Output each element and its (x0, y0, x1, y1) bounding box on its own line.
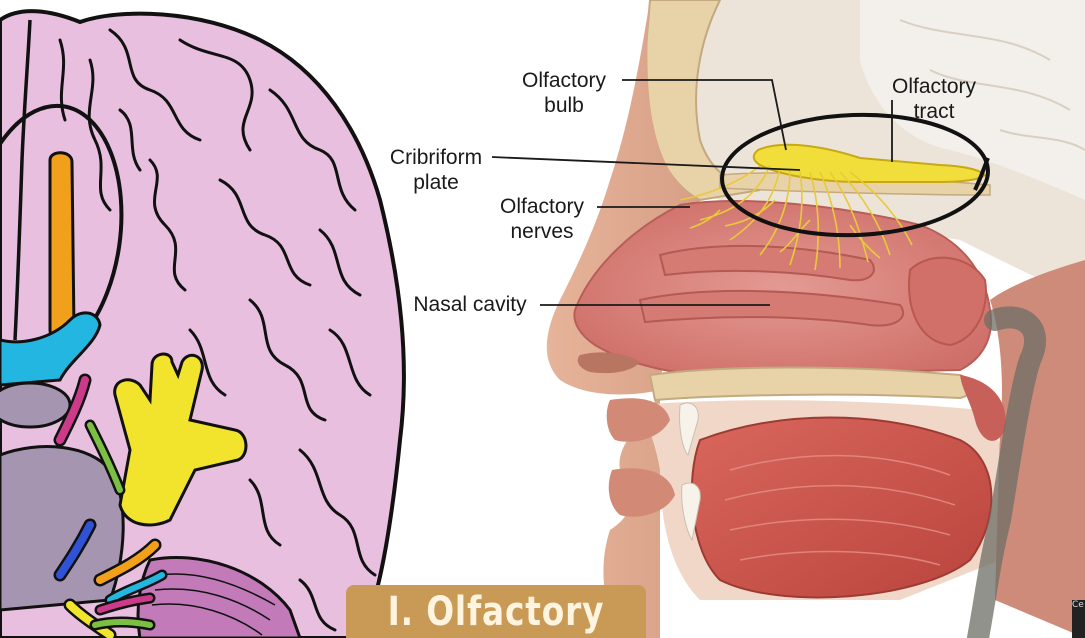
hard-palate (648, 366, 973, 402)
gyri-lines (58, 28, 377, 632)
label-olfactory-nerves: Olfactory nerves (484, 194, 600, 244)
longitudinal-fissure (13, 19, 32, 341)
eustachian-tube (967, 306, 1046, 638)
label-nasal-cavity-text: Nasal cavity (413, 293, 527, 316)
label-cribriform-plate-line2: plate (413, 171, 459, 194)
nasal-turbinates (638, 244, 905, 327)
pons (0, 445, 125, 612)
label-cribriform-plate: Cribriform plate (376, 145, 496, 195)
brain-illustration (0, 9, 406, 638)
label-olfactory-bulb: Olfactory bulb (506, 68, 622, 118)
label-olfactory-tract-line2: tract (913, 100, 955, 123)
label-olfactory-tract-line1: Olfactory (891, 75, 977, 98)
olfactory-bulb-orange (48, 151, 76, 343)
ellipse-tail (973, 157, 990, 191)
leader-cribriform-plate (491, 156, 801, 171)
pharynx (990, 260, 1085, 638)
label-olfactory-bulb-line2: bulb (544, 94, 584, 117)
title-banner: I. Olfactory (346, 585, 646, 638)
label-olfactory-nerves-line2: nerves (510, 220, 574, 243)
soft-palate (960, 375, 1006, 441)
leader-lines (491, 79, 893, 306)
label-nasal-cavity: Nasal cavity (400, 292, 540, 317)
head-sagittal-illustration (546, 0, 1085, 638)
label-olfactory-bulb-line1: Olfactory (521, 69, 607, 92)
lower-lip (608, 468, 675, 517)
optic-chiasm (0, 311, 102, 387)
lower-tooth (681, 482, 701, 542)
upper-lip (606, 398, 670, 442)
olfactory-bulb-shape (752, 143, 987, 183)
tongue (690, 416, 993, 599)
upper-tooth (679, 402, 699, 456)
trigeminal-nerve (113, 352, 248, 527)
sphenoid-sinus (908, 256, 987, 347)
title-text: I. Olfactory (387, 589, 605, 635)
nostril (577, 352, 640, 374)
label-cribriform-plate-line1: Cribriform (389, 146, 483, 169)
label-olfactory-tract: Olfactory tract (876, 74, 992, 124)
label-olfactory-nerves-line1: Olfactory (499, 195, 585, 218)
pituitary (0, 381, 72, 429)
olfactory-highlight-ellipse (720, 112, 990, 238)
leader-olfactory-bulb (622, 79, 787, 151)
corner-badge: Ce (1072, 600, 1085, 638)
